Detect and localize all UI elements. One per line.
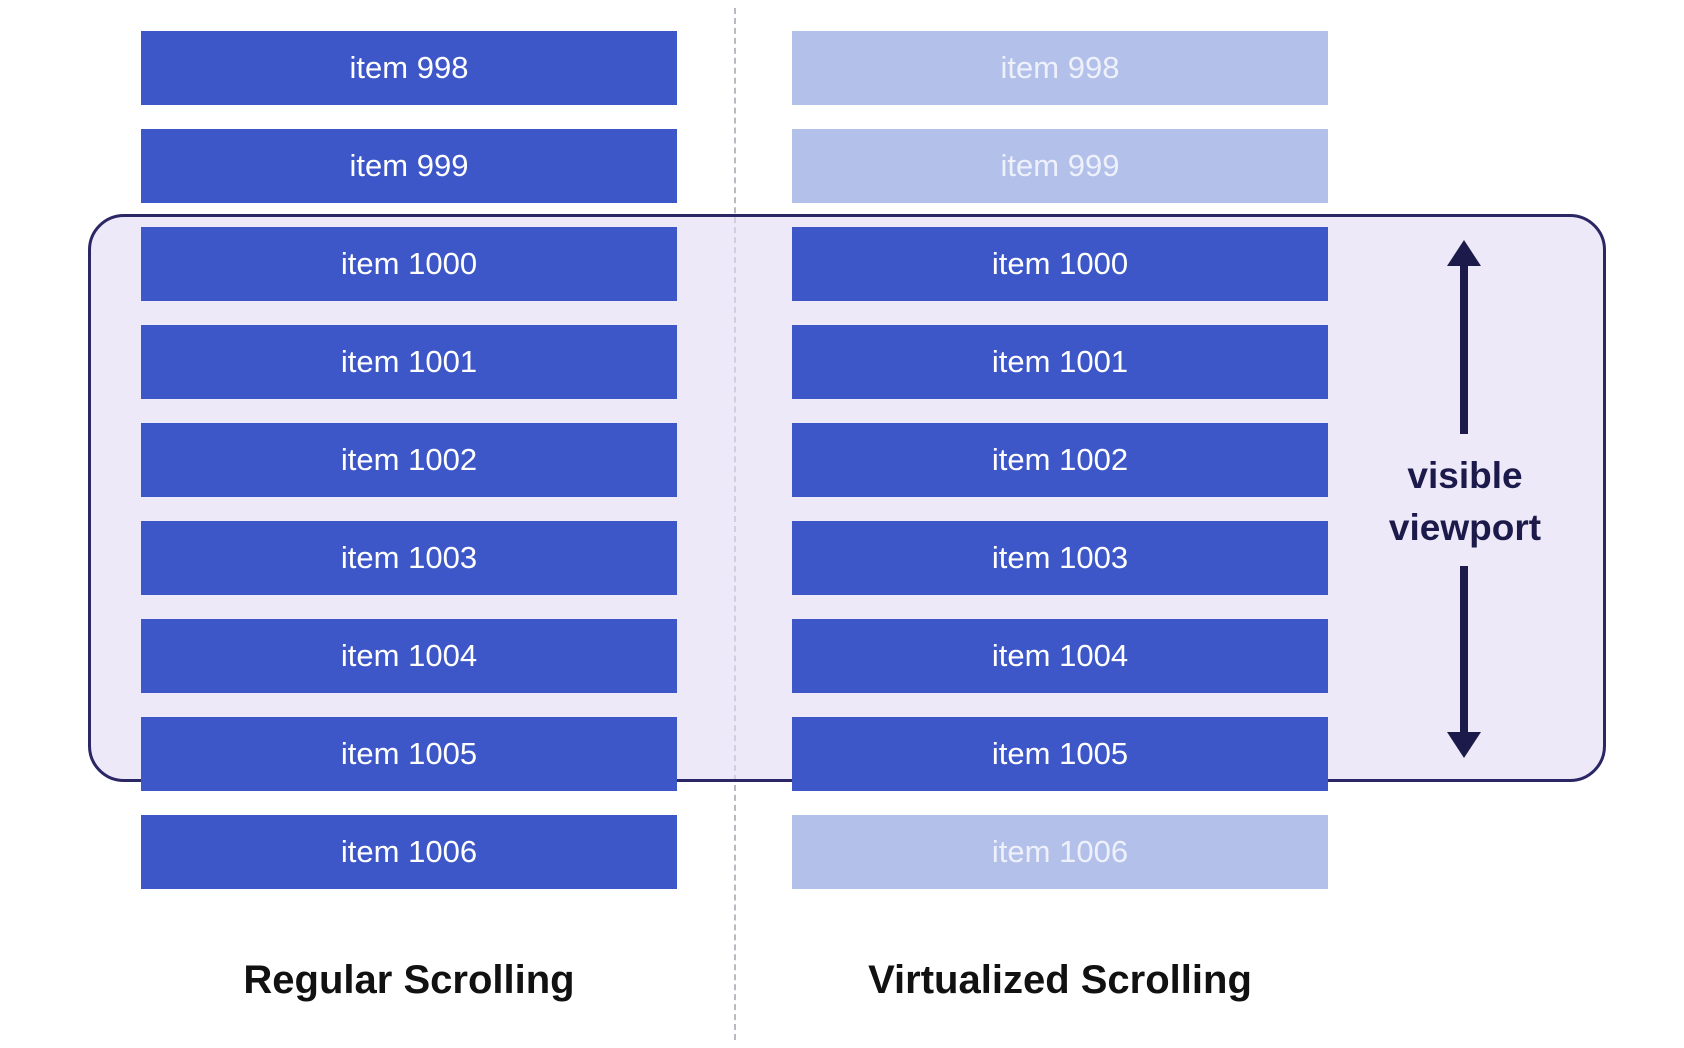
list-item: item 1002 xyxy=(141,423,677,497)
list-item: item 1000 xyxy=(792,227,1328,301)
list-item: item 1006 xyxy=(792,815,1328,889)
list-item: item 1003 xyxy=(141,521,677,595)
viewport-label-line1: visible xyxy=(1407,455,1523,496)
list-item: item 999 xyxy=(792,129,1328,203)
viewport-label-line2: viewport xyxy=(1388,507,1542,548)
list-item: item 1002 xyxy=(792,423,1328,497)
list-item: item 1000 xyxy=(141,227,677,301)
list-item: item 999 xyxy=(141,129,677,203)
regular-scrolling-caption: Regular Scrolling xyxy=(243,958,575,1002)
list-item: item 1003 xyxy=(792,521,1328,595)
list-item: item 1006 xyxy=(141,815,677,889)
list-item: item 998 xyxy=(141,31,677,105)
list-item: item 1001 xyxy=(792,325,1328,399)
list-item: item 998 xyxy=(792,31,1328,105)
virtualized-scrolling-caption: Virtualized Scrolling xyxy=(868,958,1252,1002)
arrow-up-icon xyxy=(1447,240,1481,434)
visible-viewport-label: visible viewport xyxy=(1360,450,1570,554)
list-item: item 1005 xyxy=(141,717,677,791)
list-item: item 1004 xyxy=(792,619,1328,693)
list-item: item 1004 xyxy=(141,619,677,693)
arrow-down-icon xyxy=(1447,566,1481,758)
list-item: item 1005 xyxy=(792,717,1328,791)
list-item: item 1001 xyxy=(141,325,677,399)
